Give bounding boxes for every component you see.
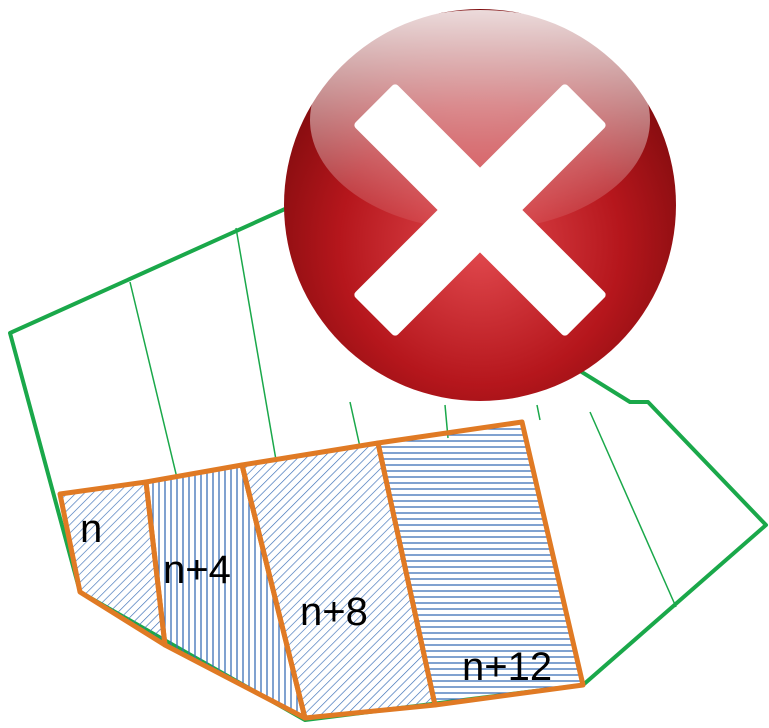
close-icon: [284, 9, 676, 401]
panel-n-plus-8: n+8: [239, 440, 438, 721]
divider-lines: [129, 227, 677, 608]
panel-n-plus-12-label: n+12: [462, 645, 552, 689]
divider-line: [235, 227, 277, 461]
panel-n-plus-12: n+12: [375, 419, 586, 708]
panel-n-label: n: [80, 507, 102, 551]
panel-n-plus-12-shape: [375, 419, 586, 708]
divider-line: [349, 401, 361, 448]
divider-line: [536, 404, 541, 421]
panel-n-plus-8-label: n+8: [300, 590, 368, 634]
divider-line: [589, 411, 677, 608]
divider-line: [129, 281, 178, 479]
panel-n-plus-4-label: n+4: [163, 548, 231, 592]
